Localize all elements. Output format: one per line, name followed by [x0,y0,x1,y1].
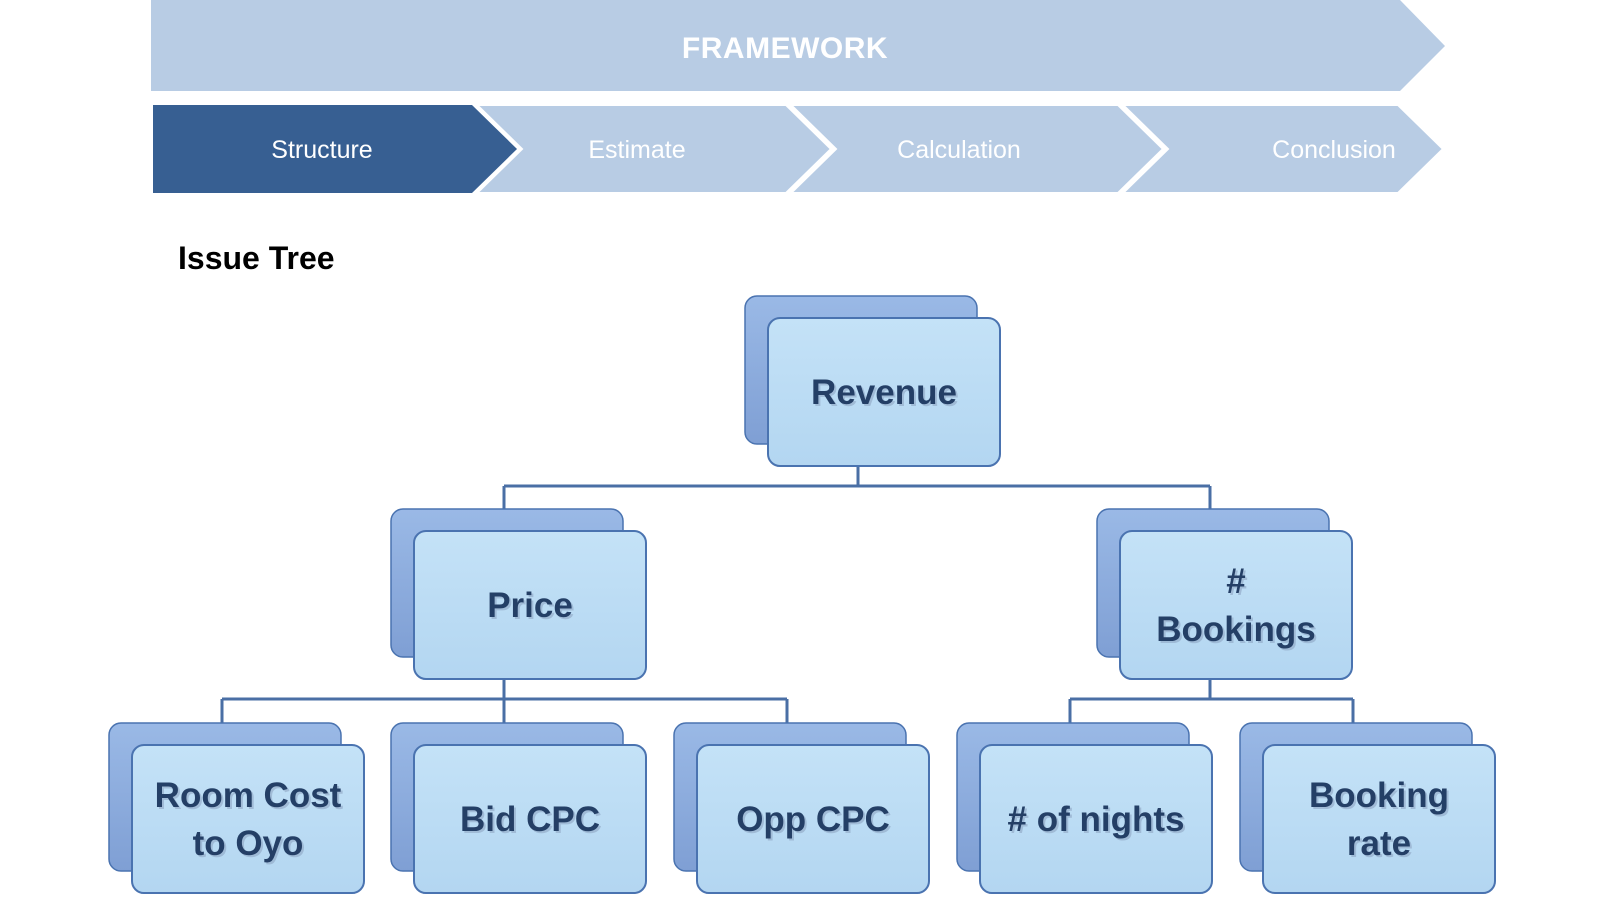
process-steps: Structure Estimate Calculation Conclusio… [153,104,1445,194]
node-of-nights-box [979,744,1213,894]
node-bookings-label-shadow: Bookings [1158,612,1317,651]
node-of-nights-label: # of nights [1008,800,1185,839]
node-bookings-label-shadow: # [1228,564,1247,603]
step-conclusion-chevron [1120,104,1445,194]
step-calculation-label: Calculation [897,136,1021,164]
node-bid-cpc-label-shadow: Bid CPC [462,802,602,841]
step-structure-chevron [153,105,517,193]
node-bookings-label: # [1226,562,1245,601]
step-estimate-label: Estimate [588,136,685,164]
node-price-label-shadow: Price [489,588,575,627]
node-booking-rate-label-shadow: Booking [1311,778,1451,817]
node-room-cost-to-oyo-label-shadow: to Oyo [195,826,306,865]
step-structure-label: Structure [271,136,372,164]
node-booking-rate-box [1262,744,1496,894]
framework-title: FRAMEWORK [682,32,888,65]
step-estimate-chevron [474,104,833,194]
issue-tree: RevenueRevenuePricePrice##BookingsBookin… [108,295,1496,894]
framework-banner-arrow [151,0,1445,91]
node-price-box [413,530,647,680]
node-revenue-box [767,317,1001,467]
node-bookings-box [1119,530,1353,680]
step-structure[interactable]: Structure [153,105,517,193]
step-calculation-chevron [788,104,1165,194]
step-conclusion[interactable]: Conclusion [1120,104,1445,194]
node-opp-cpc-box [696,744,930,894]
node-revenue-label: Revenue [811,373,957,412]
node-room-cost-to-oyo-box [131,744,365,894]
step-conclusion-label: Conclusion [1272,136,1396,164]
node-price-label: Price [487,586,573,625]
node-booking-rate-label: Booking [1309,776,1449,815]
node-revenue-label-shadow: Revenue [813,375,959,414]
node-room-cost-to-oyo-label: Room Cost [155,776,342,815]
framework-banner: FRAMEWORK [151,0,1445,91]
node-room-cost-to-oyo-label: to Oyo [193,824,304,863]
node-booking-rate-label: rate [1347,824,1411,863]
node-opp-cpc-label: Opp CPC [736,800,890,839]
node-bid-cpc-box [413,744,647,894]
node-room-cost-to-oyo-label-shadow: Room Cost [157,778,344,817]
node-bookings-label: Bookings [1156,610,1315,649]
section-title: Issue Tree [178,240,335,276]
node-bid-cpc-label: Bid CPC [460,800,600,839]
node-of-nights-label-shadow: # of nights [1010,802,1187,841]
node-of-nights: # of nights# of nights [956,722,1213,894]
step-calculation[interactable]: Calculation [788,104,1165,194]
step-estimate[interactable]: Estimate [474,104,833,194]
tree-connectors [220,466,1355,725]
node-opp-cpc-label-shadow: Opp CPC [738,802,892,841]
node-booking-rate-label-shadow: rate [1349,826,1413,865]
